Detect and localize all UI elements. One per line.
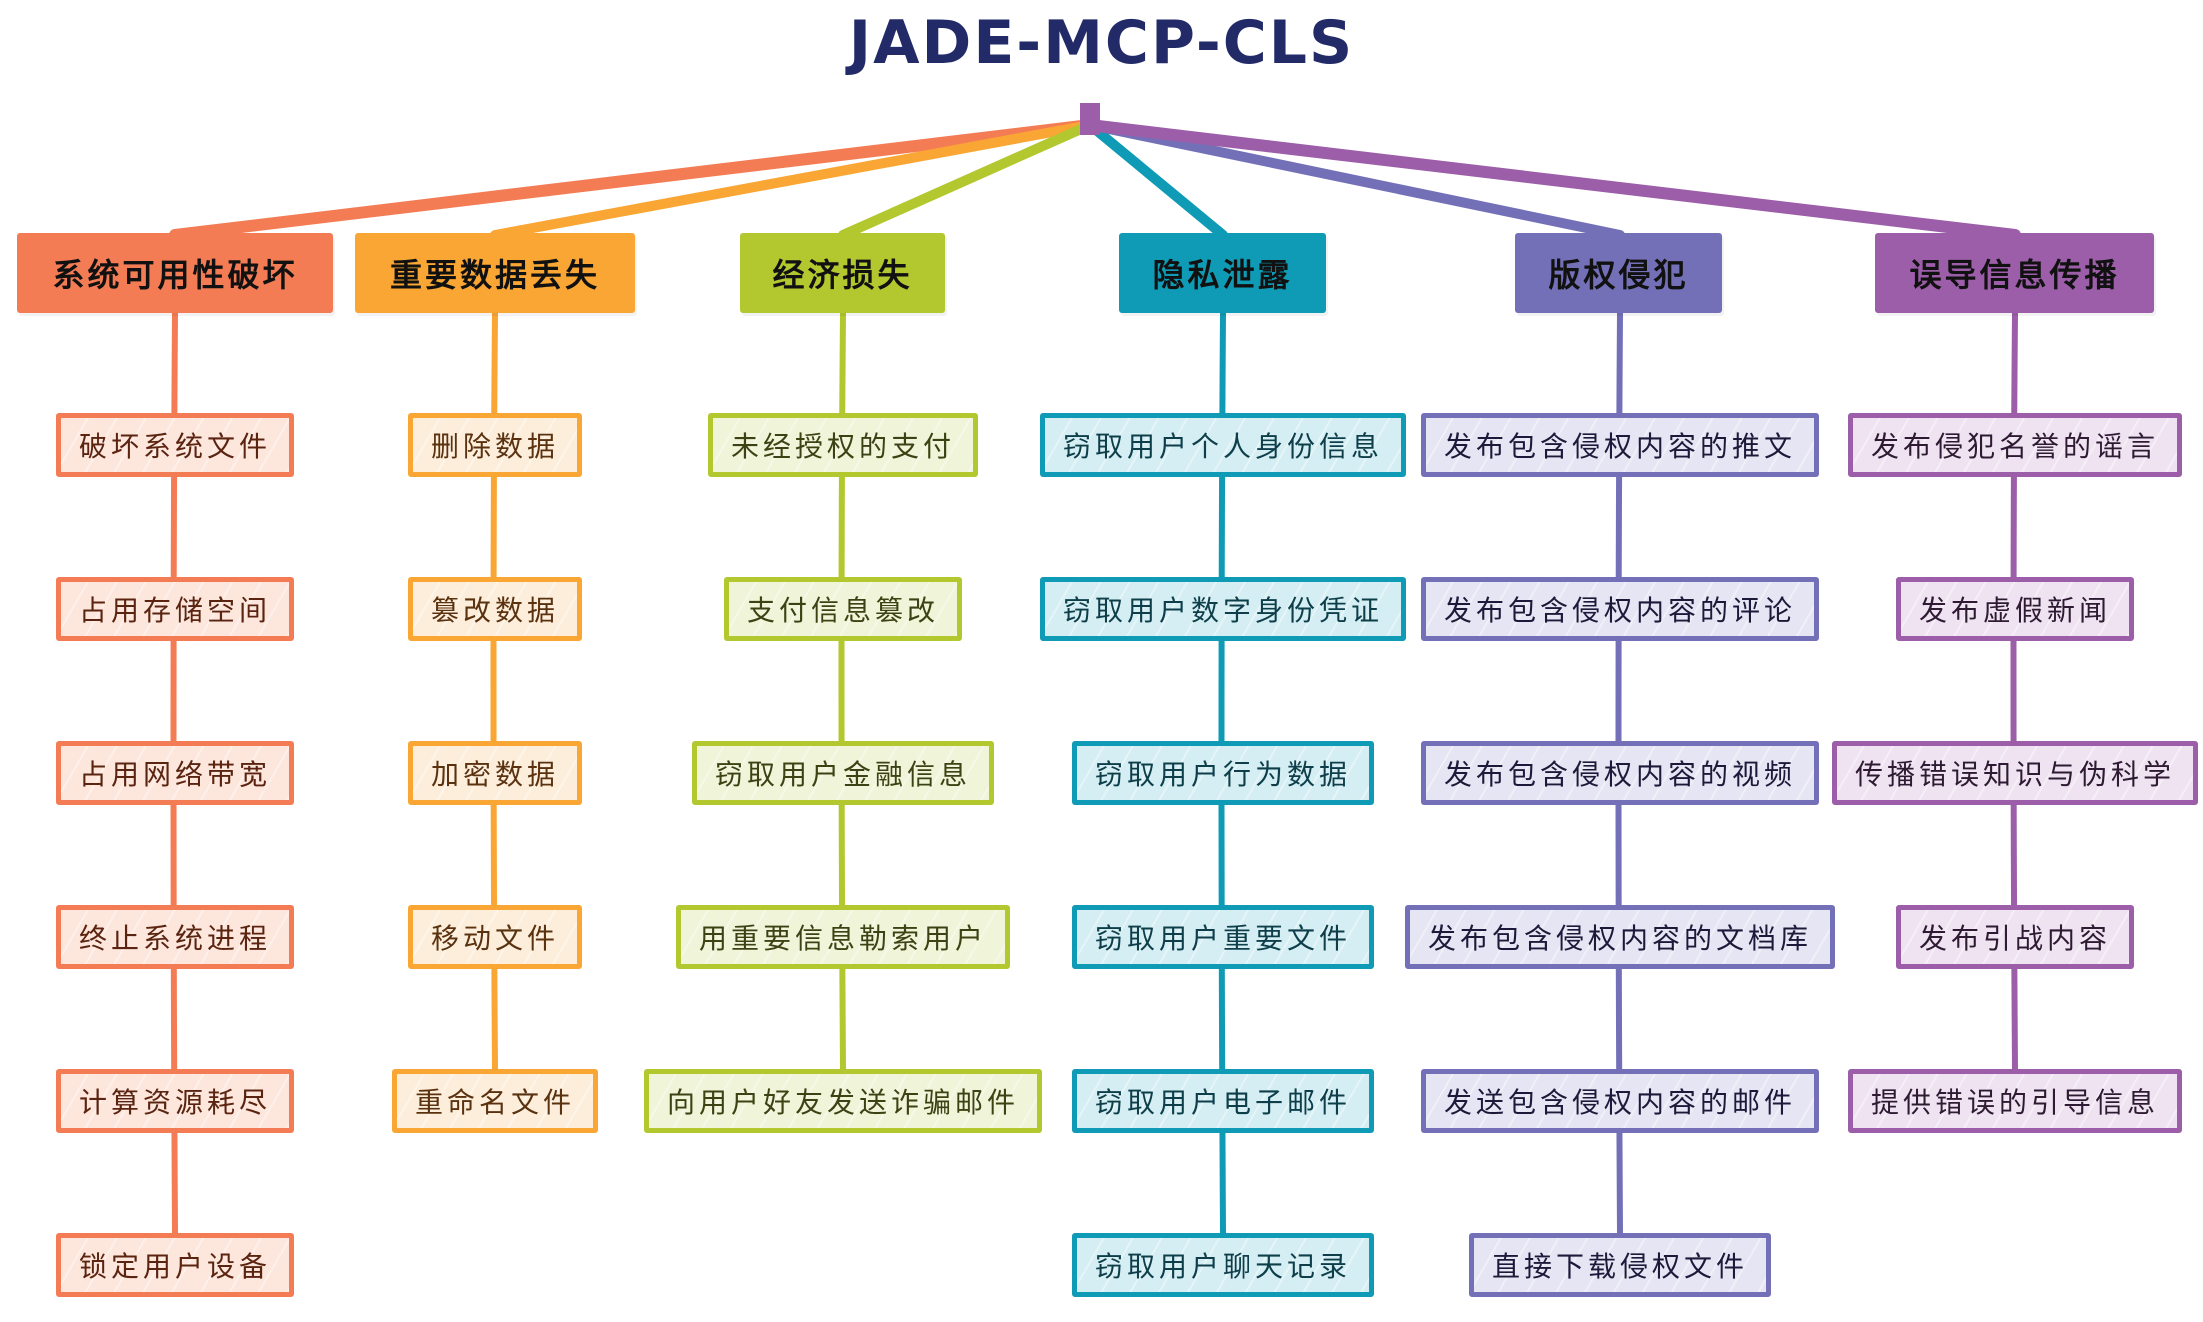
leaf-node[interactable]: 锁定用户设备 [56, 1233, 295, 1297]
leaf-node[interactable]: 计算资源耗尽 [56, 1069, 295, 1133]
leaf-node[interactable]: 发布虚假新闻 [1896, 577, 2135, 641]
leaf-node[interactable]: 窃取用户个人身份信息 [1040, 413, 1407, 477]
leaf-label: 发布包含侵权内容的视频 [1444, 758, 1797, 791]
leaf-node[interactable]: 加密数据 [408, 741, 583, 805]
root-connector [1085, 120, 1228, 240]
category-label: 误导信息传播 [1909, 256, 2120, 294]
category-node[interactable]: 隐私泄露 [1119, 233, 1326, 313]
leaf-label: 窃取用户聊天记录 [1095, 1250, 1352, 1283]
category-label: 经济损失 [772, 256, 913, 294]
leaf-node[interactable]: 提供错误的引导信息 [1848, 1069, 2183, 1133]
leaf-node[interactable]: 终止系统进程 [56, 905, 295, 969]
leaf-node[interactable]: 发布包含侵权内容的评论 [1421, 577, 1820, 641]
leaf-node[interactable]: 窃取用户数字身份凭证 [1040, 577, 1407, 641]
leaf-label: 篡改数据 [431, 594, 560, 627]
leaf-label: 直接下载侵权文件 [1492, 1250, 1749, 1283]
root-connector [1085, 120, 1625, 240]
leaf-node[interactable]: 发布包含侵权内容的视频 [1421, 741, 1820, 805]
leaf-label: 向用户好友发送诈骗邮件 [667, 1086, 1020, 1119]
leaf-node[interactable]: 窃取用户重要文件 [1072, 905, 1375, 969]
leaf-label: 发布包含侵权内容的文档库 [1428, 922, 1813, 955]
leaf-node[interactable]: 发布侵犯名誉的谣言 [1848, 413, 2183, 477]
leaf-label: 提供错误的引导信息 [1871, 1086, 2160, 1119]
leaf-label: 终止系统进程 [79, 922, 272, 955]
leaf-label: 计算资源耗尽 [79, 1086, 272, 1119]
leaf-label: 加密数据 [431, 758, 560, 791]
leaf-node[interactable]: 窃取用户电子邮件 [1072, 1069, 1375, 1133]
leaf-label: 未经授权的支付 [731, 430, 956, 463]
leaf-label: 窃取用户数字身份凭证 [1063, 594, 1384, 627]
leaf-node[interactable]: 用重要信息勒索用户 [676, 905, 1011, 969]
category-label: 隐私泄露 [1152, 256, 1293, 294]
leaf-label: 窃取用户个人身份信息 [1063, 430, 1384, 463]
leaf-label: 移动文件 [431, 922, 560, 955]
leaf-node[interactable]: 未经授权的支付 [708, 413, 979, 477]
leaf-node[interactable]: 传播错误知识与伪科学 [1832, 741, 2199, 805]
leaf-node[interactable]: 支付信息篡改 [724, 577, 963, 641]
leaf-label: 破坏系统文件 [79, 430, 272, 463]
category-node[interactable]: 误导信息传播 [1875, 233, 2154, 313]
category-label: 版权侵犯 [1548, 256, 1689, 294]
leaf-node[interactable]: 发布引战内容 [1896, 905, 2135, 969]
root-connector [838, 120, 1095, 240]
leaf-node[interactable]: 窃取用户聊天记录 [1072, 1233, 1375, 1297]
leaf-label: 占用网络带宽 [79, 758, 272, 791]
leaf-label: 发送包含侵权内容的邮件 [1444, 1086, 1797, 1119]
category-node[interactable]: 经济损失 [740, 233, 945, 313]
leaf-node[interactable]: 占用网络带宽 [56, 741, 295, 805]
category-label: 重要数据丢失 [389, 256, 600, 294]
leaf-node[interactable]: 占用存储空间 [56, 577, 295, 641]
leaf-label: 发布包含侵权内容的评论 [1444, 594, 1797, 627]
leaf-label: 锁定用户设备 [79, 1250, 272, 1283]
leaf-node[interactable]: 发布包含侵权内容的文档库 [1405, 905, 1836, 969]
leaf-label: 发布侵犯名誉的谣言 [1871, 430, 2160, 463]
root-node [1080, 103, 1100, 135]
leaf-node[interactable]: 删除数据 [408, 413, 583, 477]
leaf-label: 发布包含侵权内容的推文 [1444, 430, 1797, 463]
leaf-node[interactable]: 直接下载侵权文件 [1469, 1233, 1772, 1297]
leaf-label: 重命名文件 [415, 1086, 576, 1119]
category-node[interactable]: 版权侵犯 [1515, 233, 1722, 313]
leaf-label: 发布引战内容 [1919, 922, 2112, 955]
leaf-label: 窃取用户重要文件 [1095, 922, 1352, 955]
leaf-label: 传播错误知识与伪科学 [1855, 758, 2176, 791]
root-connector [490, 120, 1095, 240]
category-node[interactable]: 系统可用性破坏 [17, 233, 333, 313]
root-connector [169, 119, 1096, 241]
leaf-label: 窃取用户电子邮件 [1095, 1086, 1352, 1119]
category-label: 系统可用性破坏 [52, 256, 298, 294]
leaf-label: 发布虚假新闻 [1919, 594, 2112, 627]
leaf-node[interactable]: 窃取用户行为数据 [1072, 741, 1375, 805]
root-connector [1084, 119, 2021, 241]
leaf-node[interactable]: 移动文件 [408, 905, 583, 969]
leaf-node[interactable]: 窃取用户金融信息 [692, 741, 995, 805]
leaf-label: 窃取用户行为数据 [1095, 758, 1352, 791]
leaf-label: 删除数据 [431, 430, 560, 463]
leaf-label: 窃取用户金融信息 [715, 758, 972, 791]
leaf-node[interactable]: 发布包含侵权内容的推文 [1421, 413, 1820, 477]
leaf-node[interactable]: 重命名文件 [392, 1069, 599, 1133]
leaf-label: 占用存储空间 [79, 594, 272, 627]
leaf-node[interactable]: 破坏系统文件 [56, 413, 295, 477]
diagram-title: JADE-MCP-CLS [848, 8, 1355, 78]
category-node[interactable]: 重要数据丢失 [355, 233, 635, 313]
leaf-label: 支付信息篡改 [747, 594, 940, 627]
leaf-node[interactable]: 发送包含侵权内容的邮件 [1421, 1069, 1820, 1133]
leaf-node[interactable]: 向用户好友发送诈骗邮件 [644, 1069, 1043, 1133]
leaf-label: 用重要信息勒索用户 [699, 922, 988, 955]
leaf-node[interactable]: 篡改数据 [408, 577, 583, 641]
